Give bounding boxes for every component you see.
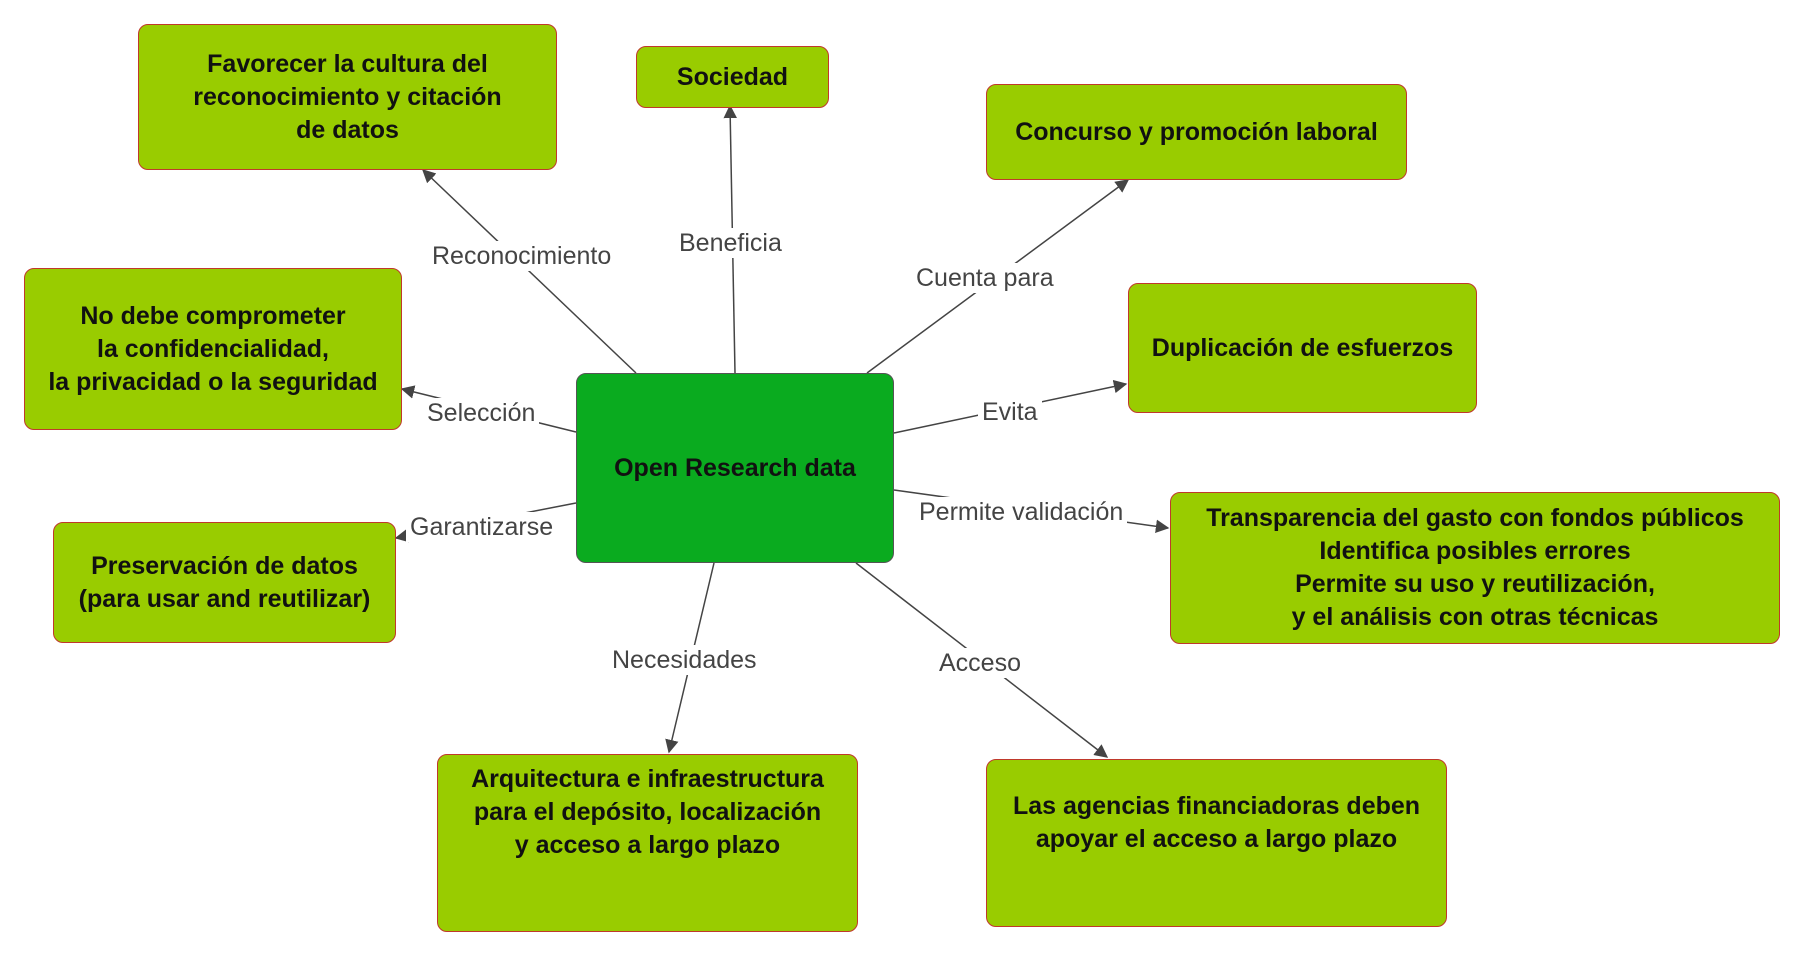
edge-label-cuenta-para: Cuenta para	[912, 263, 1058, 293]
node-duplicacion: Duplicación de esfuerzos	[1128, 283, 1477, 413]
edge-label-acceso: Acceso	[935, 648, 1025, 678]
edge-label-seleccion: Selección	[423, 398, 540, 428]
edge-label-evita: Evita	[978, 397, 1042, 427]
node-reconocimiento: Favorecer la cultura del reconocimiento …	[138, 24, 557, 170]
node-concurso: Concurso y promoción laboral	[986, 84, 1407, 180]
edge-reconocimiento	[422, 169, 637, 374]
node-transparencia: Transparencia del gasto con fondos públi…	[1170, 492, 1780, 644]
edge-label-necesidades: Necesidades	[608, 645, 761, 675]
edge-label-permite-validacion: Permite validación	[915, 497, 1128, 527]
node-confidencialidad: No debe comprometer la confidencialidad,…	[24, 268, 402, 430]
edge-label-beneficia: Beneficia	[675, 228, 786, 258]
edge-label-garantizarse: Garantizarse	[406, 512, 558, 542]
edge-label-reconocimiento: Reconocimiento	[428, 241, 616, 271]
node-preservacion: Preservación de datos (para usar and reu…	[53, 522, 396, 643]
node-agencias: Las agencias financiadoras deben apoyar …	[986, 759, 1447, 927]
node-open-research-data: Open Research data	[576, 373, 894, 563]
node-arquitectura: Arquitectura e infraestructura para el d…	[437, 754, 858, 932]
node-sociedad: Sociedad	[636, 46, 829, 108]
